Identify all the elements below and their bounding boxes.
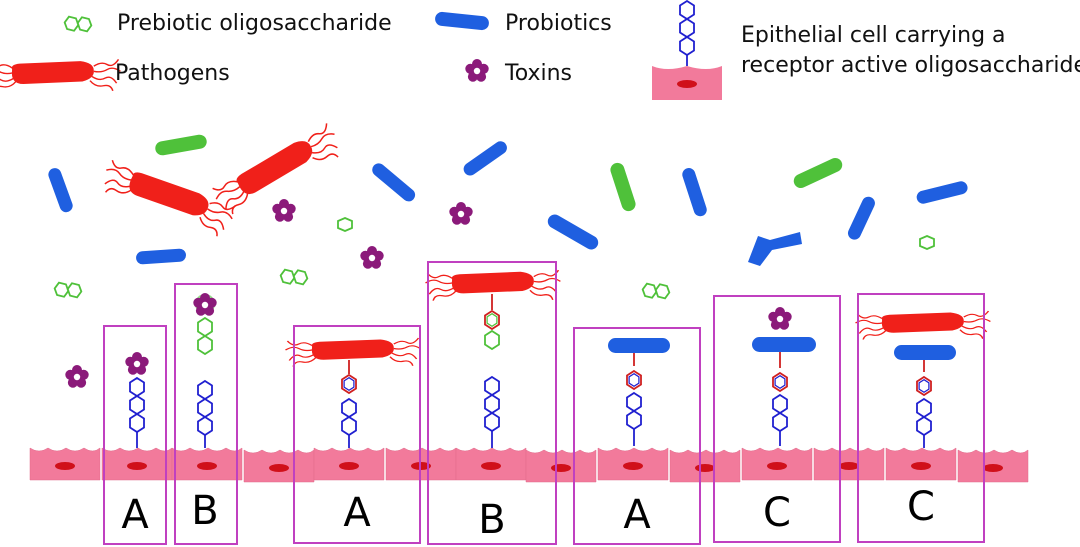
legend-epithelial-line2: receptor active oligosaccharide — [741, 53, 1080, 78]
floating-probiotics — [48, 141, 968, 266]
receptor-a3 — [608, 338, 670, 446]
receptor-b1 — [193, 293, 217, 448]
receptor-b2 — [424, 269, 562, 448]
box-a-1-label: A — [121, 492, 149, 538]
box-b-1: B — [174, 283, 238, 545]
box-c-2-label: C — [907, 484, 935, 530]
legend-pathogens-label: Pathogens — [115, 61, 230, 86]
box-a-2-label: A — [343, 490, 371, 536]
floating-pathogens — [97, 121, 346, 241]
receptor-c1 — [752, 307, 816, 446]
box-a-1: A — [103, 325, 167, 545]
box-b-1-label: B — [191, 488, 218, 534]
box-a-3-label: A — [623, 492, 651, 538]
mechanism-boxes: A B A B A C C — [103, 261, 985, 545]
box-c-1: C — [713, 295, 841, 543]
box-a-3: A — [573, 327, 701, 545]
legend-prebiotic-label: Prebiotic oligosaccharide — [117, 11, 392, 36]
legend-probiotics-label: Probiotics — [505, 11, 612, 36]
legend-toxins-label: Toxins — [504, 61, 572, 86]
receptor-a2 — [284, 337, 422, 448]
box-b-2: B — [427, 261, 557, 545]
legend-epithelial-line1: Epithelial cell carrying a — [741, 23, 1006, 48]
receptor-a1 — [125, 352, 149, 448]
legend-toxin-icon — [465, 59, 489, 82]
floating-green-rods — [155, 134, 843, 212]
receptor-c2 — [854, 310, 992, 448]
legend-epithelial-icon — [652, 0, 722, 100]
legend-probiotic-icon — [435, 11, 489, 31]
legend-prebiotic-icon — [62, 9, 94, 39]
box-a-2: A — [293, 325, 421, 544]
box-c-1-label: C — [763, 490, 791, 536]
legend-pathogen-icon — [0, 58, 122, 93]
legend: Prebiotic oligosaccharide Probiotics Pat… — [0, 0, 1080, 100]
epithelial-layer — [29, 447, 1029, 483]
box-c-2: C — [857, 293, 985, 543]
box-b-2-label: B — [478, 497, 505, 543]
